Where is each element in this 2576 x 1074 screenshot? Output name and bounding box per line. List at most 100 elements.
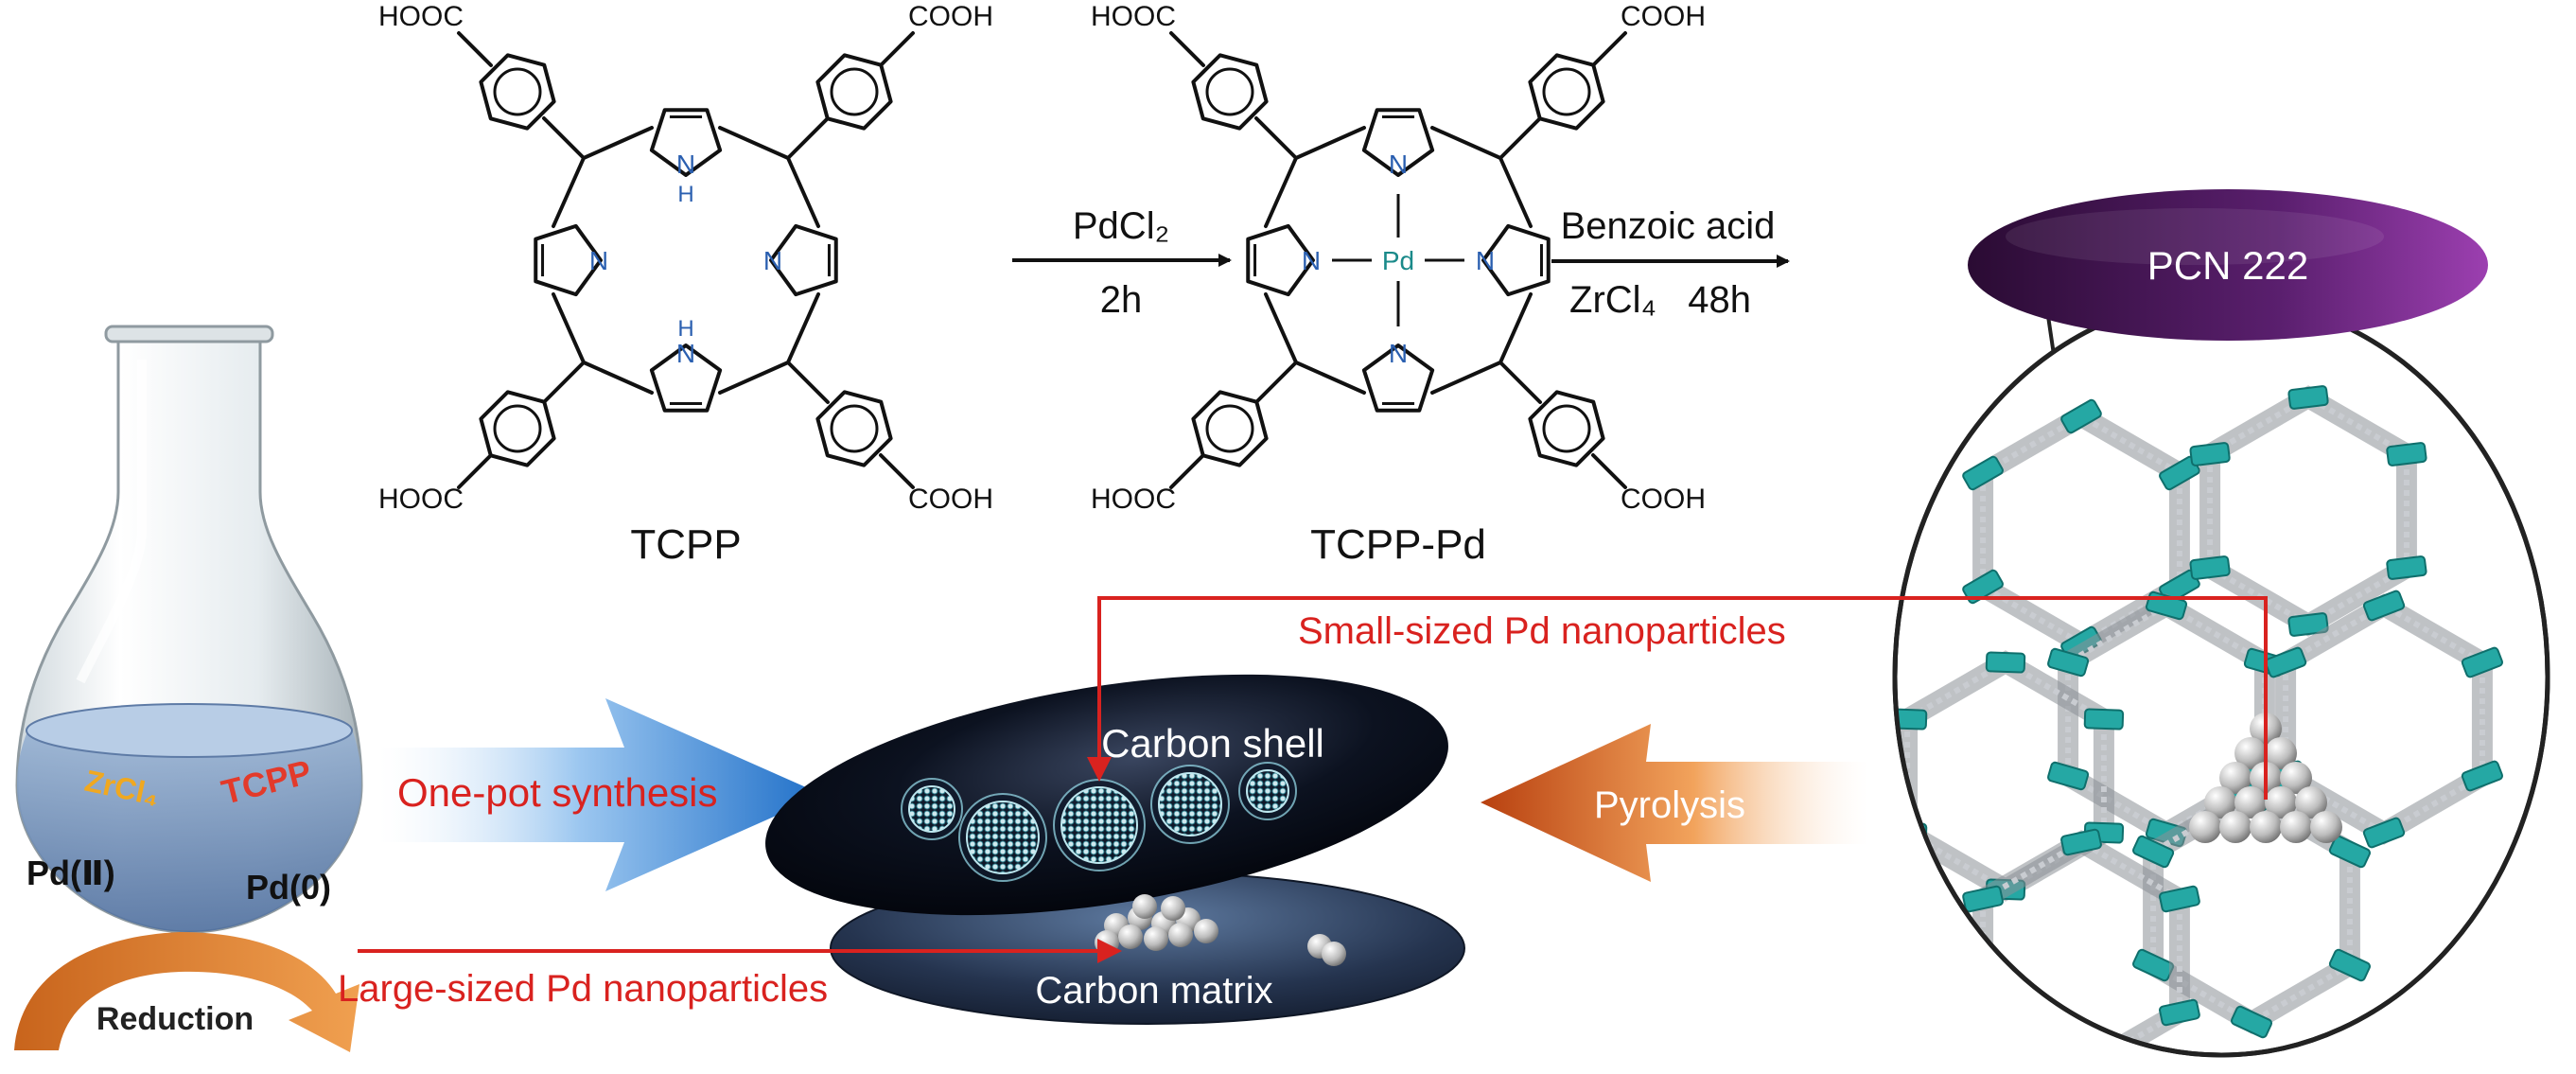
pd-nanoparticle-in-mof xyxy=(2234,786,2267,819)
tcpp-pd-structure: HOOC COOH HOOC COOH N N N N Pd xyxy=(1091,1,1706,515)
pd-aggregate-particle xyxy=(1144,926,1168,951)
pd-nanoparticle xyxy=(1158,772,1222,836)
zr-cluster xyxy=(2362,817,2406,849)
reagent-pdcl2: PdCl₂ xyxy=(1073,205,1169,247)
zr-cluster xyxy=(2287,612,2329,637)
nitrogen-atom: N xyxy=(589,246,608,275)
zr-cluster xyxy=(2060,1056,2101,1074)
zr-cluster xyxy=(2287,385,2329,410)
cooh-top-right: COOH xyxy=(908,1,993,32)
pd-nanoparticle-in-mof xyxy=(2265,786,2297,819)
nitrogen-atom: N xyxy=(1302,246,1321,275)
zr-cluster xyxy=(2060,828,2102,856)
pd-nanoparticle-in-mof xyxy=(2189,811,2221,843)
cooh-bottom-left: HOOC xyxy=(378,484,464,515)
zr-cluster xyxy=(1895,708,1928,731)
pcn222-label: PCN 222 xyxy=(2147,243,2308,288)
cooh-top-right: COOH xyxy=(1621,1,1706,32)
nitrogen-atom: N xyxy=(676,339,695,368)
flask-pd0-label: Pd(0) xyxy=(246,868,331,907)
zr-cluster xyxy=(2230,1005,2273,1039)
reagent-benzoic-acid: Benzoic acid xyxy=(1561,205,1776,247)
zr-cluster xyxy=(2328,948,2371,982)
mof-framework-image xyxy=(1895,385,2504,1074)
mof-zoom-circle xyxy=(1892,295,2550,1074)
pd-nanoparticle xyxy=(1060,786,1138,864)
pd-nanoparticle-in-mof xyxy=(2280,811,2312,843)
erlenmeyer-flask xyxy=(15,325,363,934)
reagent-zrcl4-48h: ZrCl₄ 48h xyxy=(1569,279,1751,321)
zr-cluster xyxy=(2189,442,2231,467)
zr-cluster xyxy=(2159,885,2200,913)
pd-nanoparticle-in-mof xyxy=(2234,737,2267,769)
zr-cluster xyxy=(2362,590,2406,622)
pd-nanoparticle-in-mof xyxy=(2280,762,2312,794)
pd-nanoparticle-in-mof xyxy=(2219,762,2252,794)
cooh-bottom-left: HOOC xyxy=(1091,484,1176,515)
pd-nanoparticle-in-mof xyxy=(2310,811,2342,843)
pyrolysis-arrow xyxy=(1481,724,1868,882)
zr-cluster xyxy=(1962,998,2004,1027)
nitrogen-atom: N xyxy=(1476,246,1495,275)
pd-nanoparticle xyxy=(966,801,1040,874)
reaction-time-2h: 2h xyxy=(1100,279,1143,321)
small-np-label: Small-sized Pd nanoparticles xyxy=(1298,610,1786,652)
zr-cluster xyxy=(1962,455,2004,491)
palladium-atom: Pd xyxy=(1382,246,1414,275)
pd-aggregate-particle xyxy=(1168,923,1193,947)
cooh-top-left: HOOC xyxy=(378,1,464,32)
pd-aggregate-particle xyxy=(1118,924,1143,949)
pyrolysis-label: Pyrolysis xyxy=(1594,784,1745,826)
aggregated-pd-nanoparticles xyxy=(1095,894,1346,966)
large-np-label: Large-sized Pd nanoparticles xyxy=(338,968,828,1010)
zr-cluster xyxy=(2047,647,2090,678)
pd-nanoparticle-in-mof xyxy=(2219,811,2252,843)
pcn222-ellipse xyxy=(1968,189,2488,341)
zr-cluster xyxy=(2328,835,2371,869)
zr-cluster xyxy=(2264,646,2307,678)
pd-aggregate-particle xyxy=(1322,942,1346,966)
zr-cluster xyxy=(2386,555,2427,580)
small-np-red-arrow xyxy=(1087,596,2268,800)
cooh-bottom-right: COOH xyxy=(1621,484,1706,515)
hydrogen-atom: H xyxy=(677,182,693,207)
zr-cluster xyxy=(2159,998,2200,1027)
cooh-bottom-right: COOH xyxy=(908,484,993,515)
pd-nanoparticle-in-mof xyxy=(2204,786,2236,819)
pd-aggregate-particle xyxy=(1194,919,1218,943)
carbon-matrix-label: Carbon matrix xyxy=(1035,970,1272,1012)
zr-cluster xyxy=(2083,708,2125,731)
nitrogen-atom: N xyxy=(763,246,782,275)
pd-aggregate-particle xyxy=(1161,896,1185,921)
cooh-top-left: HOOC xyxy=(1091,1,1176,32)
zr-cluster xyxy=(2386,442,2427,467)
reduction-label: Reduction xyxy=(96,1001,254,1037)
zr-cluster xyxy=(2461,646,2504,678)
zr-cluster xyxy=(1985,651,2026,674)
zr-cluster xyxy=(2132,835,2175,869)
pd-nanoparticle-in-mof xyxy=(2295,786,2327,819)
zr-cluster xyxy=(2189,555,2231,580)
reduction-arrow xyxy=(14,932,359,1052)
flask-pd2-label: Pd(Ⅱ) xyxy=(26,854,115,892)
zr-cluster xyxy=(2461,760,2504,792)
pd-nanoparticle-in-mof xyxy=(2265,737,2297,769)
encapsulated-pd-nanoparticles xyxy=(901,762,1297,882)
zr-cluster xyxy=(1962,885,2004,913)
hydrogen-atom: H xyxy=(677,316,693,342)
tcpp-label: TCPP xyxy=(630,521,741,568)
tcpp-pd-label: TCPP-Pd xyxy=(1310,521,1486,568)
pd-nanoparticle xyxy=(908,785,955,833)
pd-nanoparticle xyxy=(1246,769,1289,813)
nitrogen-atom: N xyxy=(676,150,695,179)
one-pot-synthesis-label: One-pot synthesis xyxy=(397,770,718,815)
zr-cluster xyxy=(2047,761,2090,791)
nitrogen-atom: N xyxy=(1389,339,1408,368)
carbon-shell-label: Carbon shell xyxy=(1101,721,1324,766)
nitrogen-atom: N xyxy=(1389,150,1408,179)
one-pot-synthesis-arrow xyxy=(378,698,823,891)
pd-aggregate-particle xyxy=(1132,894,1157,919)
zr-cluster xyxy=(2060,398,2102,434)
